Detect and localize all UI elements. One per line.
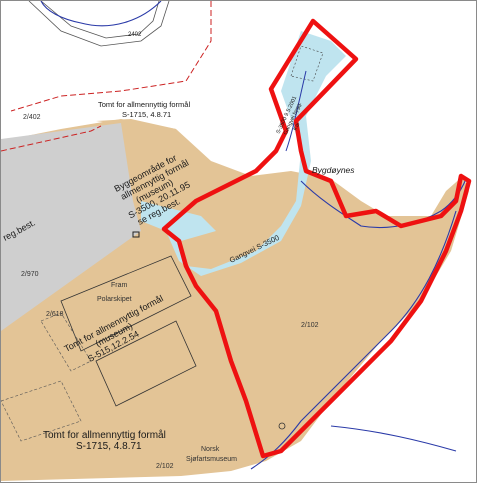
highlighted-boundary bbox=[161, 18, 472, 459]
label-fram: Fram bbox=[111, 282, 128, 289]
label-road-top: 2402 bbox=[128, 32, 142, 38]
road-outline bbox=[28, 1, 170, 47]
label-parcel-2970: 2/970 bbox=[21, 271, 39, 278]
label-tomt-bottom-1: Tomt for allmennyttig formål bbox=[43, 429, 166, 441]
survey-square-marker bbox=[132, 231, 140, 238]
shoreline bbox=[40, 1, 162, 27]
land-upper-strip bbox=[96, 119, 176, 151]
label-tomt-top-1: Tomt for allmennyttig formål bbox=[98, 100, 190, 109]
label-parcel-2102-b: 2/102 bbox=[156, 463, 174, 470]
pier-outline bbox=[290, 45, 324, 82]
plan-border-dashed-left bbox=[1, 125, 102, 152]
label-sjofartsmuseum: Sjøfartsmuseum bbox=[186, 456, 237, 463]
building-outline-4 bbox=[1, 380, 82, 442]
label-parcel-2402: 2/402 bbox=[23, 114, 41, 121]
label-polarskipet: Polarskipet bbox=[97, 296, 132, 303]
label-parcel-2618: 2/618 bbox=[46, 311, 64, 318]
label-tomt-top-2: S-1715, 4.8.71 bbox=[122, 110, 171, 119]
built-area bbox=[1, 123, 141, 331]
footpath-gangvei bbox=[141, 31, 346, 276]
shoreline-pier bbox=[285, 70, 307, 152]
shoreline-bottom bbox=[330, 425, 457, 452]
plan-border-dashed bbox=[10, 1, 212, 112]
label-bygdoynes: Bygdøynes bbox=[312, 165, 355, 175]
label-tomt-bottom-2: S-1715, 4.8.71 bbox=[76, 441, 142, 452]
label-norsk: Norsk bbox=[201, 446, 220, 453]
shoreline-southeast bbox=[250, 210, 457, 470]
survey-point-marker bbox=[278, 422, 286, 430]
label-parcel-2102-a: 2/102 bbox=[301, 322, 319, 329]
road-outline-inner bbox=[40, 1, 160, 39]
building-outline-2 bbox=[95, 320, 197, 407]
label-pier-3: Kai bbox=[293, 122, 302, 132]
